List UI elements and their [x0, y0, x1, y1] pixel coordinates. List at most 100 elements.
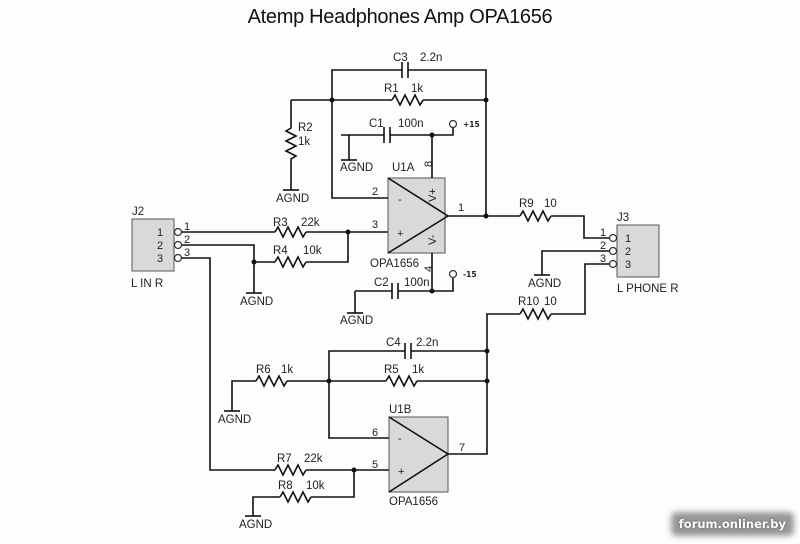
wire-r10-to-u1b-out: [447, 313, 520, 455]
connector-j2: J2 L IN R 1 2 3 1 2 3: [131, 206, 190, 290]
connector-j3-body: [616, 224, 660, 278]
wire-r6-gnd: [231, 380, 256, 411]
wire-j2-pin3-to-r7: [181, 257, 275, 471]
resistor-r4: [274, 255, 307, 269]
opamp-u1b-body: [388, 416, 449, 493]
power-label-positive: +15: [463, 120, 480, 129]
capacitor-c4: [404, 343, 412, 359]
resistor-r6-ref: R6: [256, 364, 271, 376]
connector-j2-outer-pin-2: 2: [184, 234, 190, 246]
connector-j3: J3 L PHONE R 1 2 3 1 2 3: [600, 212, 679, 295]
resistor-r6-value: 1k: [281, 364, 293, 376]
connector-j3-outer-pin-2: 2: [600, 240, 606, 252]
wire-vminus-supply: [355, 253, 454, 292]
resistor-r2-value: 1k: [298, 136, 310, 148]
opamp-u1b-triangle: [388, 416, 450, 493]
resistor-r10-value: 10: [544, 296, 557, 308]
ground-r8-label: AGND: [239, 519, 272, 531]
capacitor-c3-ref: C3: [393, 52, 408, 64]
resistor-r8-ref: R8: [278, 480, 293, 492]
ground-j3-label: AGND: [528, 278, 561, 290]
connector-j2-pin-1: [173, 227, 183, 237]
capacitor-c2: [391, 283, 399, 299]
ground-j2: AGND: [240, 292, 273, 308]
resistor-r9-ref: R9: [519, 198, 534, 210]
connector-j2-ref: J2: [132, 206, 144, 218]
connector-j2-caption: L IN R: [131, 278, 163, 290]
junction-r1-right: [483, 97, 489, 103]
junction-r5-right: [484, 378, 490, 384]
watermark: forum.onliner.by: [674, 516, 790, 532]
wire-r9-to-j3: [551, 215, 610, 239]
ground-r6-label: AGND: [218, 414, 251, 426]
capacitor-c1-ref: C1: [369, 118, 384, 130]
connector-j2-inner-pin-1: 1: [157, 227, 163, 239]
resistor-r5-value: 1k: [412, 364, 424, 376]
opamp-u1b-minus-sign: -: [398, 433, 402, 445]
junction-r5-left: [326, 378, 332, 384]
capacitor-c2-value: 100n: [404, 277, 430, 289]
ground-r2-label: AGND: [276, 193, 309, 205]
wire-r8-to-plus-node: [311, 470, 355, 498]
connector-j2-pin-3: [173, 253, 183, 263]
connector-j3-inner-pin-2: 2: [625, 246, 631, 258]
connector-j3-pin-2: [608, 246, 618, 256]
resistor-r1-ref: R1: [384, 83, 399, 95]
resistor-r3: [274, 225, 307, 239]
connector-j3-outer-pin-3: 3: [600, 253, 606, 265]
schematic-title: Atemp Headphones Amp OPA1656: [247, 6, 553, 28]
capacitor-c4-value: 2.2n: [416, 337, 438, 349]
wire-j3-pin2-gnd: [541, 250, 610, 275]
connector-j2-inner-pin-2: 2: [157, 240, 163, 252]
ground-c1: AGND: [340, 159, 373, 174]
wire-u1a-inv-feedback: [331, 69, 402, 199]
power-label-negative: -15: [463, 270, 477, 279]
resistor-r2: [284, 100, 298, 190]
resistor-r5: [385, 374, 418, 388]
opamp-u1a-pin-8: 8: [423, 161, 435, 167]
connector-j3-ref: J3: [617, 212, 629, 224]
resistor-r4-ref: R4: [273, 245, 288, 257]
junction-u1a-plus: [345, 229, 351, 235]
wire-j3-pin3-to-r10: [551, 263, 610, 315]
ground-j3: AGND: [528, 274, 561, 290]
capacitor-c4-ref: C4: [386, 337, 401, 349]
resistor-r7: [274, 463, 307, 477]
resistor-r3-value: 22k: [301, 217, 320, 229]
junction-j2-gnd: [251, 259, 257, 265]
connector-j2-outer-pin-1: 1: [184, 221, 190, 233]
opamp-u1b-plus-sign: +: [398, 466, 404, 478]
junction-vminus: [429, 288, 435, 294]
resistor-r1-value: 1k: [411, 83, 423, 95]
resistor-r10: [519, 307, 552, 321]
junction-r1-left: [329, 97, 335, 103]
opamp-u1b-pin-5: 5: [372, 459, 378, 471]
connector-j3-inner-pin-3: 3: [625, 259, 631, 271]
opamp-u1a-body: [387, 177, 446, 254]
connector-j3-pin-1: [608, 233, 618, 243]
resistor-r7-ref: R7: [277, 453, 292, 465]
ground-r2: AGND: [276, 189, 309, 205]
opamp-u1a-ref: U1A: [392, 162, 415, 174]
wire-c3-to-out: [408, 69, 487, 216]
ground-c2-label: AGND: [340, 315, 373, 327]
resistor-r4-value: 10k: [303, 245, 322, 257]
junction-c4-right: [484, 348, 490, 354]
power-terminal-positive: [448, 119, 458, 129]
ground-r6: AGND: [218, 410, 251, 426]
opamp-u1a-part: OPA1656: [370, 258, 419, 270]
opamp-u1b-part: OPA1656: [389, 496, 438, 508]
ground-r8: AGND: [239, 515, 272, 531]
connector-j3-pin-3: [608, 259, 618, 269]
opamp-u1b-pin-7: 7: [459, 442, 465, 454]
opamp-u1b: U1B OPA1656 - + 6 5 7: [372, 404, 465, 508]
wire-j2-pin2-to-gnd: [181, 244, 255, 293]
opamp-u1a-pin-2: 2: [372, 186, 378, 198]
ground-j2-label: AGND: [240, 296, 273, 308]
opamp-u1b-pin-6: 6: [372, 427, 378, 439]
wire-u1b-inv-feedback: [328, 350, 405, 439]
junction-vplus: [429, 132, 435, 138]
opamp-u1a-pin-4: 4: [423, 266, 435, 272]
resistor-r9: [519, 209, 552, 223]
